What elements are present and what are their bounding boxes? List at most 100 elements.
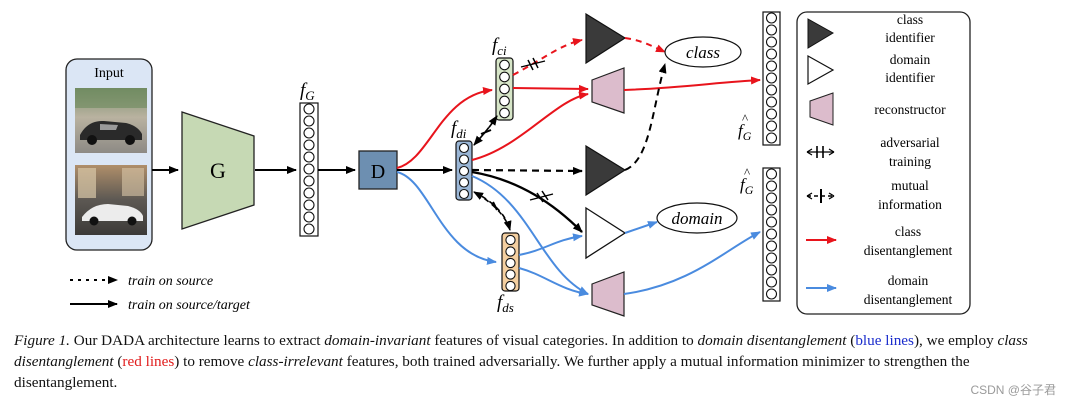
mutual-info-fci-fdi	[473, 115, 498, 146]
neuron-circle	[765, 36, 778, 48]
legend-mutual-text-2: information	[878, 197, 942, 212]
reconstructor-top	[591, 67, 625, 114]
legend-mutual-text-1: mutual	[891, 178, 929, 193]
neuron-circle	[765, 60, 778, 72]
edge-recon-top-to-fghat	[623, 76, 761, 91]
neuron-circle	[765, 168, 778, 180]
neuron-circle	[303, 103, 315, 115]
figure-caption: Figure 1. Our DADA architecture learns t…	[14, 330, 1054, 393]
train-source-target-label: train on source/target	[128, 298, 251, 313]
neuron-circle	[303, 199, 315, 211]
neuron-circle	[505, 257, 516, 269]
legend-mutual-icon	[806, 189, 835, 203]
adversarial-mark-fci	[520, 57, 546, 71]
class-output: class	[664, 36, 742, 68]
input-image-car-1	[75, 88, 147, 153]
neuron-circle	[765, 48, 778, 60]
feature-fdi: fdi	[451, 118, 473, 201]
caption-text-1: Our DADA architecture learns to extract	[69, 332, 325, 349]
neuron-circle	[505, 234, 516, 246]
neuron-circle	[303, 127, 315, 139]
neuron-circle	[458, 165, 470, 177]
class-output-label: class	[686, 43, 720, 62]
neuron-circle	[303, 223, 315, 235]
caption-text-2: features of visual categories. In additi…	[430, 332, 698, 349]
neuron-circle	[499, 83, 510, 95]
fg-hat-top-hat: ^	[742, 111, 748, 126]
caption-text-5: (	[113, 353, 123, 370]
legend-domain-identifier-text-1: domain	[890, 52, 931, 67]
feature-fds: fds	[497, 232, 520, 315]
feature-fg: fG	[299, 80, 319, 237]
legend-adversarial-text-1: adversarial	[880, 135, 939, 150]
neuron-circle	[505, 280, 516, 292]
edge-fdi-to-domain-identifier	[471, 170, 583, 233]
edge-fci-to-class-identifier	[512, 38, 583, 76]
legend-domain-dis-text-2: disentanglement	[864, 292, 953, 307]
caption-red-lines: red lines	[122, 353, 175, 370]
caption-emph-3: class disentanglement	[14, 332, 1028, 370]
neuron-circle	[765, 264, 778, 276]
neuron-circle	[499, 71, 510, 83]
watermark: CSDN @谷子君	[970, 383, 1056, 397]
neuron-circle	[765, 228, 778, 240]
neuron-circle	[303, 115, 315, 127]
neuron-circle	[765, 252, 778, 264]
edge-fdi-to-class-id2	[471, 166, 583, 175]
input-image-car-2	[75, 165, 147, 235]
neuron-circle	[765, 192, 778, 204]
edge-fds-to-domain-identifier	[518, 233, 583, 256]
caption-emph-1: domain-invariant	[324, 332, 431, 349]
neuron-circle	[765, 276, 778, 288]
caption-emph-4: class-irrelevant	[248, 353, 343, 370]
edge-fdi-to-recon-top	[471, 91, 589, 161]
feature-fg-hat-bottom: fG ^	[740, 165, 781, 302]
legend-class-dis-text-2: disentanglement	[864, 243, 953, 258]
neuron-circle	[458, 188, 470, 200]
legend-class-identifier-icon	[807, 18, 834, 49]
fci-label: fci	[492, 35, 507, 58]
fdi-label: fdi	[451, 118, 467, 141]
neuron-circle	[303, 211, 315, 223]
neuron-circle	[303, 163, 315, 175]
neuron-circle	[505, 269, 516, 280]
legend-reconstructor-icon	[809, 92, 834, 126]
legend-class-dis-text-1: class	[895, 224, 921, 239]
neuron-circle	[303, 175, 315, 187]
neuron-circle	[499, 59, 510, 71]
class-identifier-middle	[585, 144, 627, 197]
legend-domain-dis-text-1: domain	[888, 273, 929, 288]
neuron-circle	[499, 95, 510, 107]
neuron-circle	[303, 151, 315, 163]
neuron-circle	[765, 84, 778, 96]
edge-fci-to-recon-top	[512, 84, 589, 93]
legend-class-identifier-text-1: class	[897, 12, 923, 27]
legend-class-identifier-text-2: identifier	[885, 30, 935, 45]
neuron-circle	[303, 187, 315, 199]
domain-output-label: domain	[672, 209, 723, 228]
neuron-circle	[765, 288, 778, 300]
adversarial-mark-fdi	[529, 190, 554, 203]
neuron-circle	[765, 96, 778, 108]
edge-fdi-to-recon-bottom	[471, 175, 589, 295]
generator-label: G	[210, 158, 226, 183]
caption-blue-lines: blue lines	[855, 332, 914, 349]
train-source-label: train on source	[128, 274, 213, 289]
neuron-circle	[505, 246, 516, 257]
neuron-circle	[458, 142, 470, 154]
feature-fg-hat-top: fG ^	[738, 11, 781, 146]
fg-label: fG	[300, 80, 315, 103]
fg-hat-bottom-hat: ^	[744, 165, 750, 180]
train-legend: train on source train on source/target	[70, 274, 251, 313]
caption-fig-number: Figure 1.	[14, 332, 70, 349]
neuron-circle	[765, 132, 778, 144]
disentangler-block: D	[358, 150, 398, 190]
caption-text-6: ) to remove	[174, 353, 249, 370]
neuron-circle	[765, 120, 778, 132]
fg-hat-top-label: fG	[738, 121, 752, 143]
neuron-circle	[765, 72, 778, 84]
mutual-info-fdi-fds	[473, 191, 512, 231]
neuron-circle	[499, 107, 510, 119]
neuron-circle	[765, 240, 778, 252]
